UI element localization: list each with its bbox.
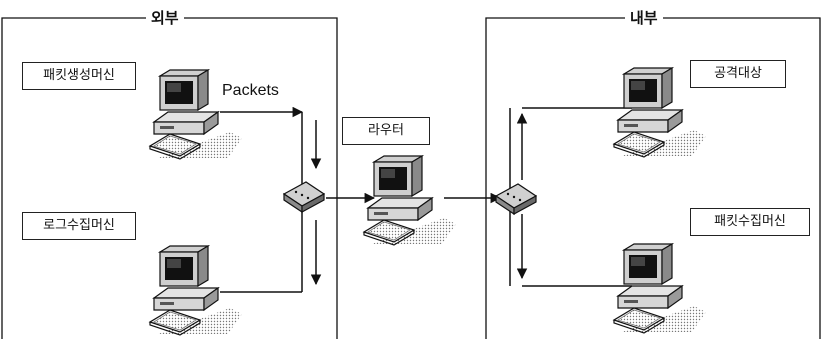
- packet-generator-label: 패킷생성머신: [22, 62, 136, 90]
- log-collector-label: 로그수집머신: [22, 212, 136, 240]
- outside-hub-icon: [284, 182, 324, 212]
- router-label: 라우터: [342, 117, 430, 145]
- inside-hub-icon: [496, 184, 536, 214]
- router-computer-icon: [364, 156, 456, 245]
- packet-collector-label: 패킷수집머신: [690, 208, 810, 236]
- packets-label: Packets: [222, 82, 279, 100]
- inside-zone-title: 내부: [625, 9, 663, 27]
- attack-target-label: 공격대상: [690, 60, 786, 88]
- outside-zone-title: 외부: [146, 9, 184, 27]
- log-collector-computer-icon: [150, 246, 242, 335]
- packet-collector-computer-icon: [614, 244, 706, 333]
